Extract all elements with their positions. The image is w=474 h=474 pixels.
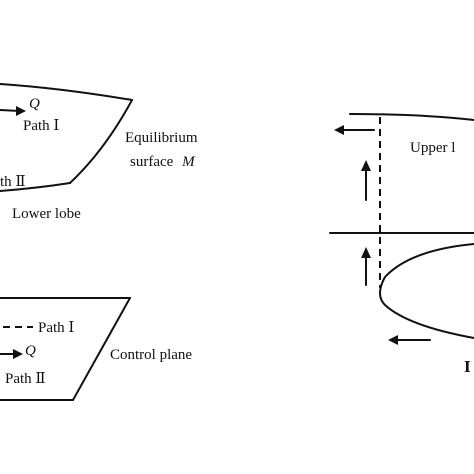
lower-left-arrowhead [388,335,398,345]
q-label-upper: Q [29,96,40,112]
equilibrium-label-line1: Equilibrium [125,130,198,146]
equilibrium-label-line2: surface M [130,154,196,170]
path-two-arrowhead-lower [13,349,23,359]
path-one-label-lower: Path Ⅰ [38,320,74,336]
equilibrium-surface-word: surface [130,154,174,170]
right-edge-label-partial: I [464,357,471,376]
upper-lobe-label-partial: Upper l [410,140,455,156]
equilibrium-surface-bottom-edge [0,182,71,192]
path-two-label-lower: Path Ⅱ [5,371,46,387]
control-plane-right-edge [72,297,131,401]
cross-section-panel: Upper l I [329,113,474,376]
path-two-label-upper: th Ⅱ [0,174,26,190]
path-one-label-upper: Path Ⅰ [23,118,59,134]
control-plane-panel: Path Ⅰ Q Path Ⅱ Control plane [0,297,192,401]
q-label-lower: Q [25,343,36,359]
lower-lobe-label: Lower lobe [12,206,81,222]
upper-lobe-curve [349,113,474,121]
equilibrium-surface-right-edge [69,99,133,184]
equilibrium-surface-symbol: M [181,154,196,170]
equilibrium-surface-top-edge [0,83,133,101]
upper-up-arrowhead [361,160,371,171]
upper-left-arrowhead [334,125,344,135]
control-plane-label: Control plane [110,347,192,363]
lower-up-arrowhead [361,247,371,258]
lower-lobe-curve [379,243,474,339]
path-one-arrowhead-upper [16,106,26,116]
equilibrium-surface-panel: Q Path Ⅰ th Ⅱ Equilibrium surface M Lowe… [0,83,198,222]
